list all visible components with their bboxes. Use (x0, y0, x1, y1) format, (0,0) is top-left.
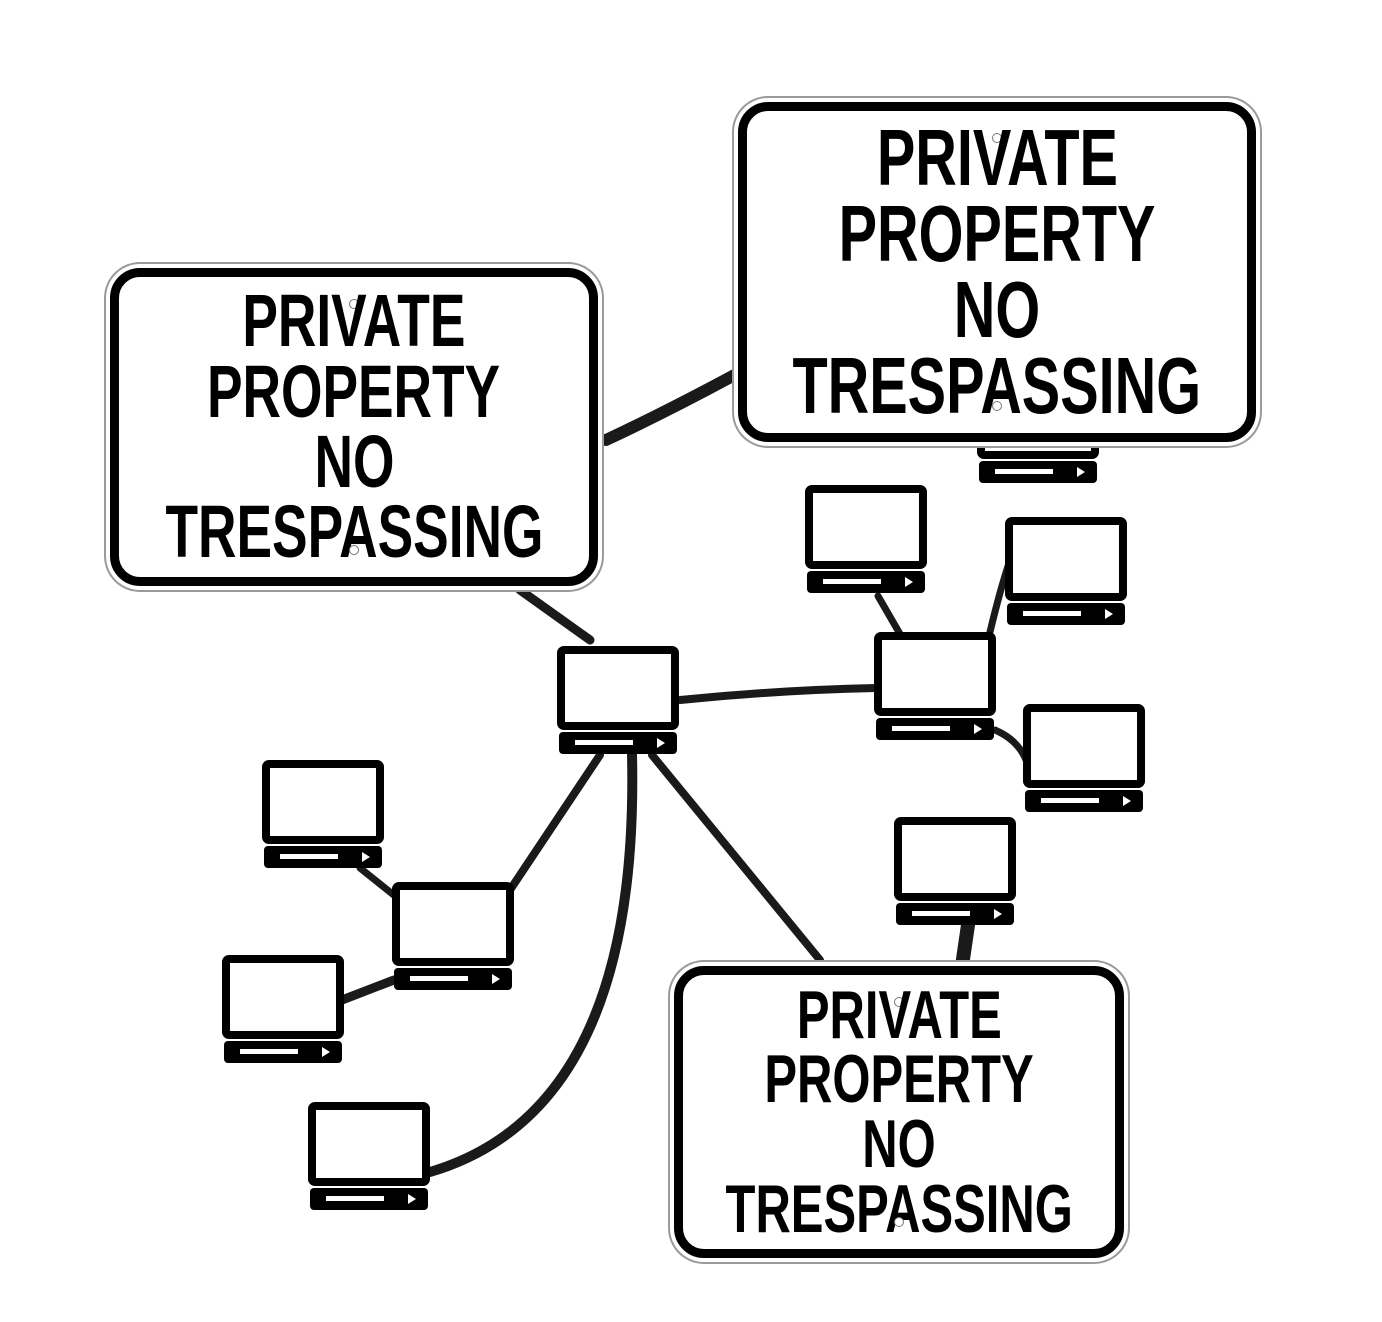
desktop-computer-icon (308, 1102, 430, 1210)
sign-line: PRIVATE (796, 976, 1002, 1053)
sign-line: PROPERTY (838, 189, 1156, 278)
computer-icon (805, 485, 927, 597)
sign-line: PRIVATE (876, 113, 1118, 202)
sign-line: NO (314, 420, 394, 503)
link-hub-to-bottom-node (425, 750, 638, 1177)
desktop-computer-icon (1005, 517, 1127, 625)
sign-line: PRIVATE (242, 279, 466, 363)
link-right-upper-a (874, 592, 904, 638)
computer-icon (222, 955, 344, 1067)
computer-icon (262, 760, 384, 872)
sign-line: NO (953, 265, 1041, 354)
bolt-hole-icon (349, 299, 359, 309)
no-trespassing-sign: PRIVATE PROPERTY NO TRESPASSING (674, 966, 1124, 1258)
link-hub-to-right-node (676, 684, 880, 704)
sign-line: TRESPASSING (725, 1170, 1073, 1247)
desktop-computer-icon (894, 817, 1016, 925)
bolt-hole-icon (349, 545, 359, 555)
bolt-hole-icon (992, 401, 1002, 411)
bolt-hole-icon (894, 1217, 904, 1227)
sign-line: NO (862, 1106, 936, 1182)
sign-line: TRESPASSING (792, 341, 1202, 430)
no-trespassing-sign: PRIVATE PROPERTY NO TRESPASSING (110, 268, 598, 586)
link-leftnode-b (337, 975, 399, 1005)
link-to-bottom-sign-right (955, 918, 975, 973)
desktop-computer-icon (392, 882, 514, 990)
computer-icon (1005, 517, 1127, 629)
desktop-computer-icon (262, 760, 384, 868)
sign-line: TRESPASSING (165, 490, 543, 574)
link-hub-to-top-sign (600, 366, 746, 446)
desktop-computer-icon (1023, 704, 1145, 812)
link-hub-to-bottom-sign (648, 751, 824, 964)
computer-icon (874, 632, 996, 744)
computer-icon (392, 882, 514, 994)
computer-icon (557, 646, 679, 758)
link-hub-to-left-cluster (506, 751, 604, 894)
bolt-hole-icon (992, 133, 1002, 143)
computer-icon (1023, 704, 1145, 816)
desktop-computer-icon (805, 485, 927, 593)
sign-line: PROPERTY (207, 349, 501, 433)
computer-icon (308, 1102, 430, 1214)
desktop-computer-icon (557, 646, 679, 754)
desktop-computer-icon (222, 955, 344, 1063)
link-right-lower (991, 726, 1030, 764)
bolt-hole-icon (894, 997, 904, 1007)
computer-icon (894, 817, 1016, 929)
link-hub-to-left-sign (515, 585, 595, 645)
sign-line: PROPERTY (764, 1041, 1034, 1118)
desktop-computer-icon (874, 632, 996, 740)
no-trespassing-sign: PRIVATE PROPERTY NO TRESPASSING (738, 102, 1256, 442)
